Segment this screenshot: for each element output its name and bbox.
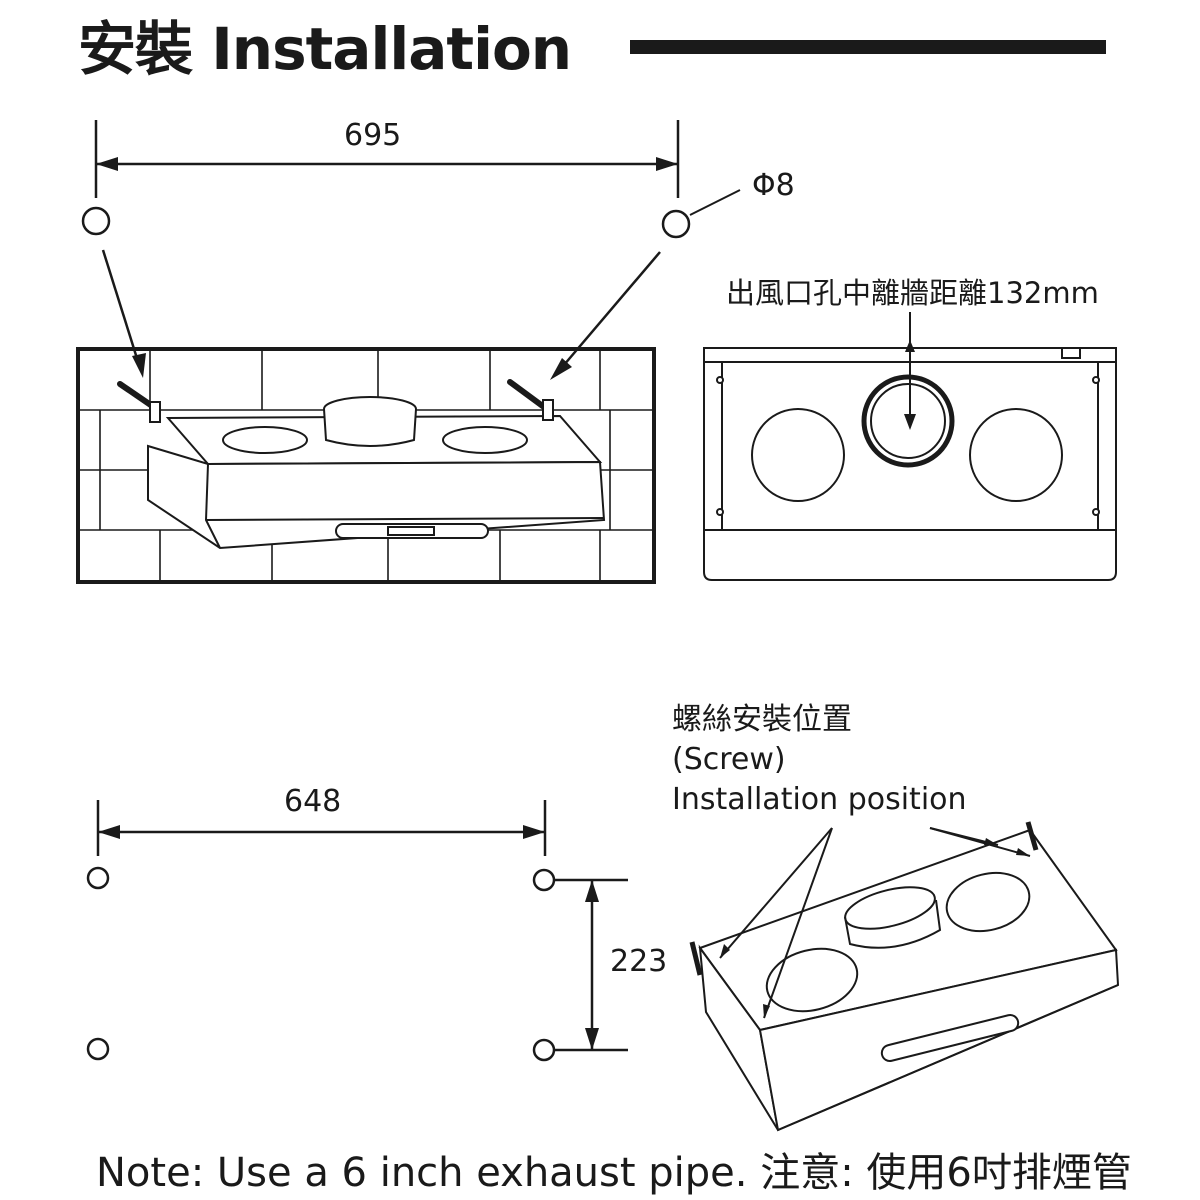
mounting-hole	[86, 1037, 110, 1061]
mounting-hole	[86, 866, 110, 890]
screw-position-label: 螺絲安裝位置 (Screw) Installation position	[672, 700, 967, 820]
mounting-hole	[661, 209, 691, 239]
vertical-dimension	[555, 878, 628, 1052]
mounting-hole	[81, 206, 111, 236]
vertical-spacing-label: 223	[610, 944, 668, 979]
outlet-distance-label: 出風口孔中離牆距離132mm	[726, 276, 1099, 310]
top-left-dimension	[94, 120, 680, 198]
bottom-left-dimension	[96, 800, 547, 856]
outlet-pointer	[904, 312, 916, 430]
top-width-label: 695	[344, 118, 402, 153]
page-title: 安裝 Installation	[78, 15, 572, 83]
mounting-hole	[532, 1038, 556, 1062]
hole-diameter-label: Φ8	[752, 168, 795, 203]
screw-label-line: 螺絲安裝位置	[672, 702, 852, 737]
screw-leader-lines	[719, 827, 1031, 1019]
screw-label-line: (Screw)	[672, 742, 786, 777]
hook-arrows	[101, 249, 661, 380]
range-hood-isometric-view	[689, 821, 1120, 1132]
screw-label-line: Installation position	[672, 782, 967, 817]
footer-note: Note: Use a 6 inch exhaust pipe. 注意: 使用6…	[96, 1150, 1132, 1196]
bottom-width-label: 648	[284, 784, 342, 819]
range-hood-front-view	[117, 379, 606, 550]
leader-line	[689, 189, 741, 216]
title-rule	[630, 40, 1106, 54]
mounting-hole	[532, 868, 556, 892]
